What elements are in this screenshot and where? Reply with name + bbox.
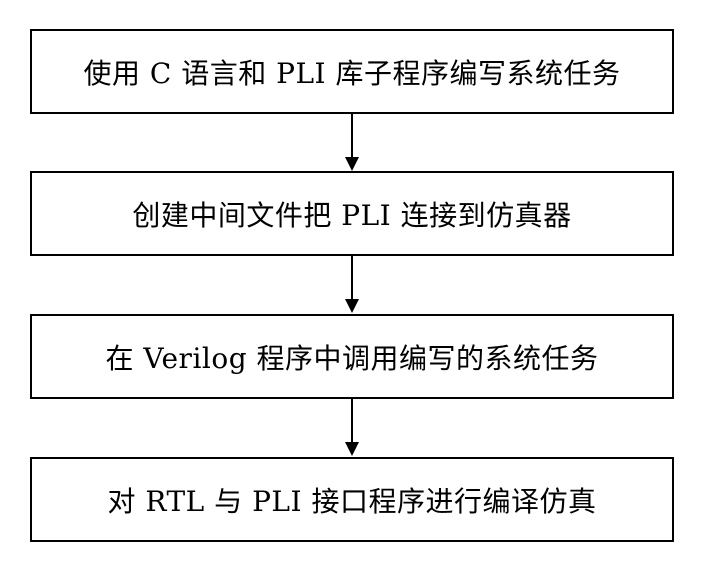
flowchart-step-2: 创建中间文件把 PLI 连接到仿真器 xyxy=(30,171,674,256)
flow-arrow-2 xyxy=(345,256,359,313)
flowchart-step-3: 在 Verilog 程序中调用编写的系统任务 xyxy=(30,314,674,399)
flow-arrow-3 xyxy=(345,399,359,456)
flowchart-step-1-label: 使用 C 语言和 PLI 库子程序编写系统任务 xyxy=(83,56,621,90)
flowchart-step-3-label: 在 Verilog 程序中调用编写的系统任务 xyxy=(105,341,599,375)
flow-arrow-1 xyxy=(345,114,359,171)
flowchart-step-4: 对 RTL 与 PLI 接口程序进行编译仿真 xyxy=(30,457,674,542)
flowchart-step-2-label: 创建中间文件把 PLI 连接到仿真器 xyxy=(132,198,572,232)
flowchart-step-4-label: 对 RTL 与 PLI 接口程序进行编译仿真 xyxy=(107,484,597,518)
flowchart-step-1: 使用 C 语言和 PLI 库子程序编写系统任务 xyxy=(30,29,674,114)
